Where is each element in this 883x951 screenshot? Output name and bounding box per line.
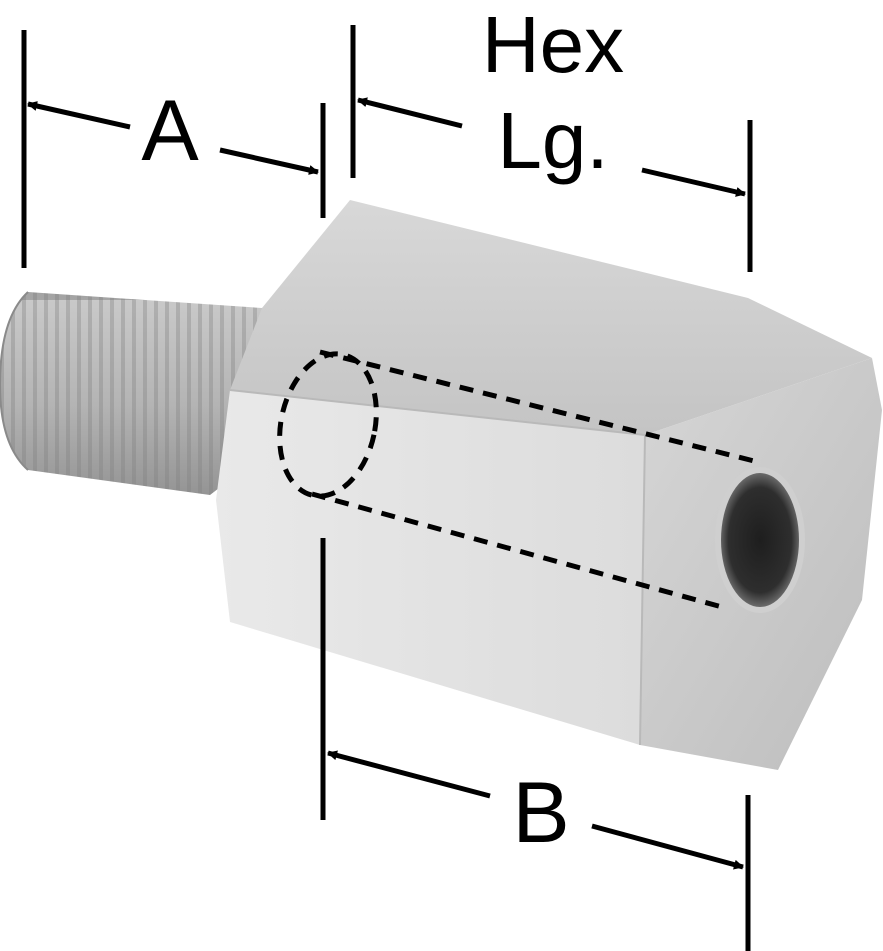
a-arrow-right	[219, 147, 319, 175]
dimension-arrows	[27, 97, 746, 870]
label-hex-line2: Lg.	[497, 96, 608, 185]
extension-lines	[21, 25, 753, 951]
hex-front-face	[216, 390, 645, 745]
hex-arrow-right	[641, 167, 746, 197]
hex-body	[216, 200, 882, 770]
tapped-hole	[715, 467, 805, 613]
label-hex-line1: Hex	[482, 0, 624, 89]
label-a: A	[141, 83, 199, 179]
b-arrow-right	[591, 823, 744, 870]
threaded-stud	[0, 291, 262, 495]
hex-top-face	[230, 200, 872, 435]
a-arrow-left	[27, 101, 131, 130]
b-arrow-left	[327, 750, 491, 799]
hidden-bore-outline	[277, 349, 759, 610]
label-b: B	[512, 765, 569, 861]
hex-arrow-left	[357, 97, 463, 129]
